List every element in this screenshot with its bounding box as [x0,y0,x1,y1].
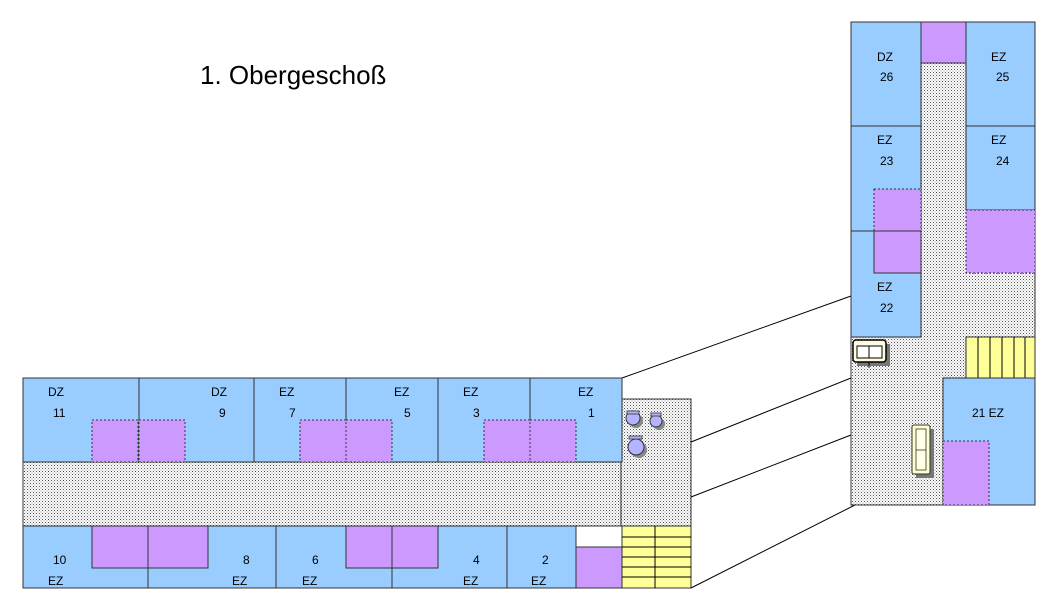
connector-line [690,377,852,443]
room-type: EZ [463,574,478,588]
room-number: 22 [880,301,894,315]
room-number: 9 [219,406,226,420]
room-number: 26 [880,70,894,84]
room-number: 7 [289,406,296,420]
armchair-icon [852,339,890,368]
bathroom [942,440,990,506]
room-type: EZ [279,385,294,399]
room-number: 2 [542,553,549,567]
room-26: DZ 26 [850,21,922,127]
room-type: DZ [211,385,227,399]
chair-icon [649,412,665,430]
connector-line [621,295,852,379]
room-type: EZ [463,385,478,399]
room-number: 24 [996,154,1010,168]
staircase-right [965,336,1036,379]
room-label: 21 EZ [972,406,1004,420]
bathroom [529,419,577,463]
room-25: EZ 25 [965,21,1036,127]
room-type: EZ [48,574,63,588]
bathroom [575,546,623,589]
room-type: DZ [877,50,893,64]
bathroom [91,525,149,569]
room-type: EZ [991,133,1006,147]
corridor-left [22,461,623,527]
room-type: EZ [578,385,593,399]
room-type: DZ [48,385,64,399]
room-2: 2 EZ [506,525,577,589]
room-type: EZ [302,574,317,588]
round-table-icon [625,410,643,428]
bathroom [91,419,139,463]
room-number: 23 [880,154,894,168]
room-number: 11 [53,406,66,420]
page-title: 1. Obergeschoß [200,60,386,90]
room-24: EZ 24 [965,125,1036,211]
bathroom [299,419,347,463]
room-type: EZ [877,133,892,147]
room-number: 5 [404,406,411,420]
round-table-icon [627,435,647,458]
room-number: 8 [243,553,250,567]
bathroom [920,21,967,64]
room-type: EZ [394,385,409,399]
sofa-icon [911,424,934,478]
room-type: EZ [232,574,247,588]
room-type: EZ [991,50,1006,64]
bathroom [345,525,393,569]
bathroom [345,419,393,463]
room-number: 1 [588,406,595,420]
room-number: 25 [996,70,1010,84]
bathroom [873,188,922,232]
room-number: 4 [473,553,480,567]
room-type: EZ [877,280,892,294]
room-type: EZ [531,574,546,588]
bathroom [391,525,439,569]
connector-line [690,434,852,498]
bathroom [147,525,209,569]
room-number: 6 [312,553,319,567]
bathroom [483,419,531,463]
bathroom [873,230,922,274]
room-number: 3 [473,406,480,420]
connector-line [690,504,856,589]
staircase-left [621,525,692,589]
bathroom [138,419,186,463]
bathroom [965,209,1036,274]
room-number: 10 [53,553,67,567]
